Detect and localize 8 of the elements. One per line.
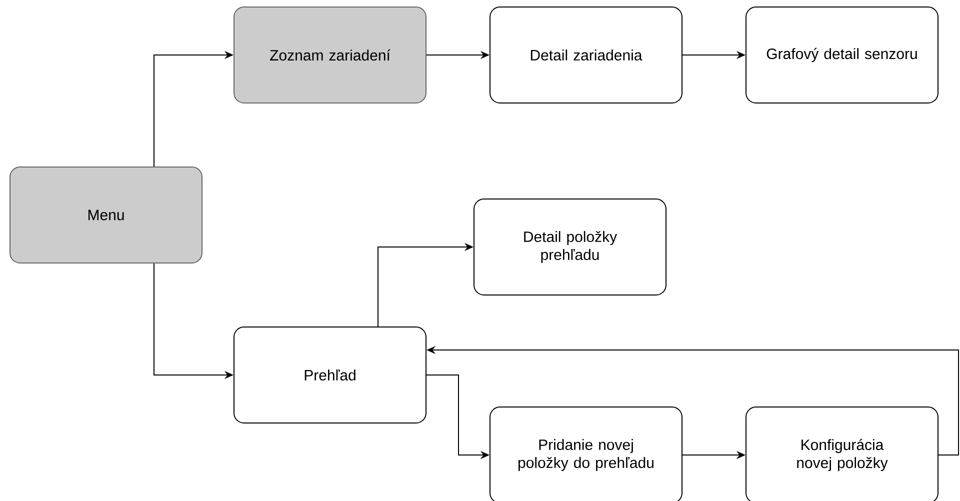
process-box: Menu xyxy=(10,166,202,264)
process-box: Grafový detail senzoru xyxy=(746,6,938,104)
process-box: Konfigurácia novej položky xyxy=(746,406,938,501)
process-box: Pridanie novej položky do prehľadu xyxy=(490,406,682,501)
process-box: Zoznam zariadení xyxy=(234,6,426,104)
process-box: Prehľad xyxy=(234,326,426,424)
process-box: Detail zariadenia xyxy=(490,6,682,104)
process-box: Detail položky prehľadu xyxy=(474,198,666,296)
